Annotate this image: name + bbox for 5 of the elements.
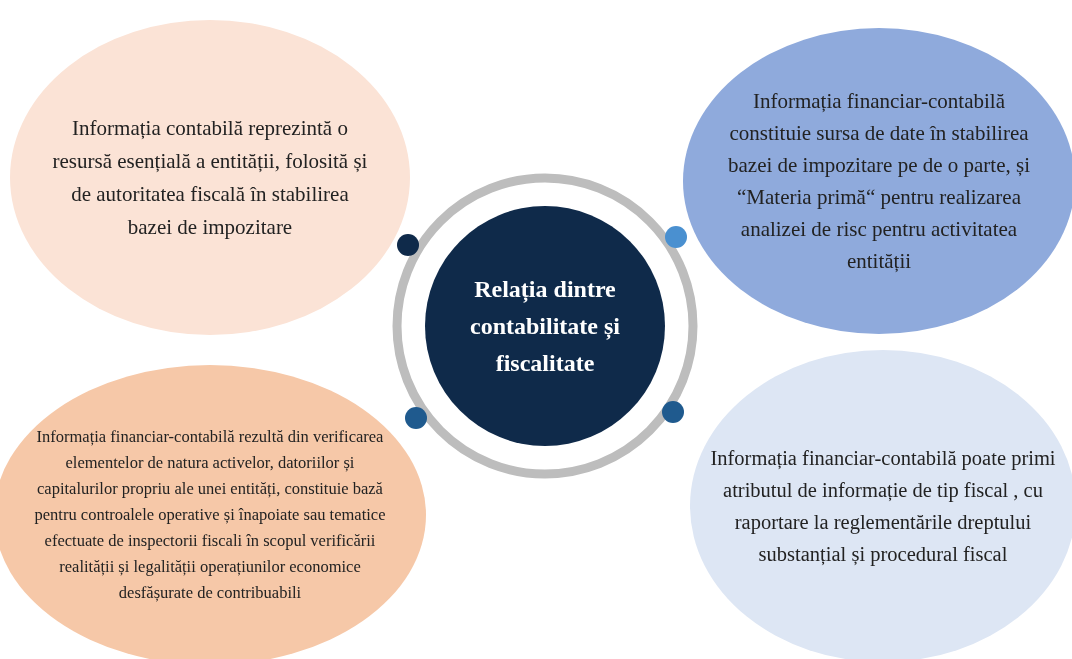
node-text: Informația financiar-contabilă poate primi atributul de informație de tip fiscal , cu raportare la reglementările dreptului substanțial și procedural fiscal — [710, 446, 1056, 568]
node-text: Informația financiar-contabilă constituie sursa de date în stabilirea bazei de impozitare pe de o parte, și “Materia primă“ pentru realizarea analizei de risc pentru activitatea entității — [727, 88, 1031, 275]
node-text: Relația dintre contabilitate și fiscalitate — [469, 274, 621, 378]
node-text: Informația contabilă reprezintă o resursă esențială a entității, folosită și de autoritatea fiscală în stabilirea bazei de impozitare — [51, 114, 369, 241]
node-text: Informația financiar-contabilă rezultă din verificarea elementelor de natura activelor, datoriilor și capitalurilor propriu ale unei entități, constituie bază pentru controalele operative și înapoiate sau tematice efectuate de inspectorii fiscali în scopul verificării realității și legalității operațiunilor economice desfășurate de contribuabili — [34, 426, 386, 604]
